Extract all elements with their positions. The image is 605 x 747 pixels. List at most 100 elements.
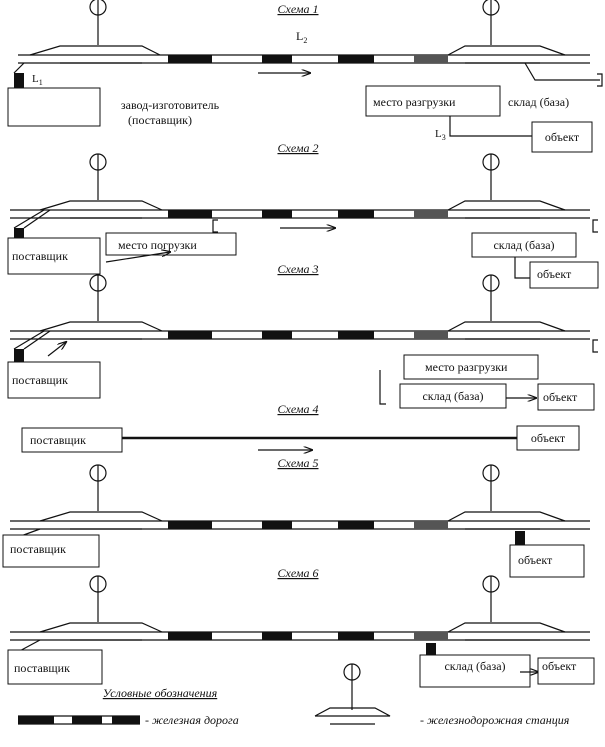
signal-icon [482, 464, 500, 512]
railway-segment [338, 55, 374, 63]
label-l2: L2 [296, 29, 307, 45]
railway-legend-segment [18, 716, 54, 724]
signal-icon [89, 274, 107, 322]
legend-station-label: - железнодорожная станция [420, 713, 570, 727]
object-box [537, 383, 595, 411]
railway-segment [262, 521, 292, 529]
supplier-label: поставщик [12, 249, 68, 263]
factory-label: завод-изготовитель [121, 98, 220, 112]
scheme-2-title: Схема 2 [277, 141, 318, 155]
signal-icon [343, 663, 361, 711]
siding-end [597, 73, 603, 87]
railway-segment [414, 55, 448, 63]
object-box [516, 425, 580, 451]
warehouse-box [471, 232, 577, 258]
factory-sublabel: (поставщик) [128, 113, 192, 127]
legend-railway-label: - железная дорога [145, 713, 239, 727]
railway-segment [262, 632, 292, 640]
scheme-3: Схема 3 поставщик место разгрузки склад … [7, 262, 598, 411]
unloading-point [515, 531, 525, 545]
signal-icon [89, 0, 107, 46]
railway-segment [338, 632, 374, 640]
loading-label: место погрузки [118, 238, 197, 252]
loading-point [14, 73, 24, 93]
railway-segment [262, 331, 292, 339]
unload-box [365, 85, 501, 117]
unload-label: место разгрузки [373, 95, 456, 109]
object-label: объект [543, 390, 578, 404]
railway-segment [414, 521, 448, 529]
siding-end [212, 219, 218, 233]
scheme-4-title: Схема 4 [277, 402, 318, 416]
signal-icon [89, 153, 107, 201]
factory-box [7, 87, 101, 127]
station-right [447, 45, 566, 64]
object-label: объект [545, 130, 580, 144]
warehouse-label: склад (база) [444, 659, 505, 673]
legend: Условные обозначения - железная дорога -… [18, 663, 570, 727]
warehouse-label: склад (база) [493, 238, 554, 252]
railway-segment [338, 521, 374, 529]
railway-segment [414, 331, 448, 339]
signal-icon [482, 153, 500, 201]
railway-segment [168, 331, 212, 339]
scheme-6-title: Схема 6 [277, 566, 318, 580]
railway-segment [262, 210, 292, 218]
station-left [29, 45, 161, 64]
railway-segment [338, 210, 374, 218]
supplier-box [7, 237, 101, 275]
signal-icon [89, 464, 107, 512]
supplier-label: поставщик [30, 433, 86, 447]
object-box [529, 261, 599, 289]
railway-segment [168, 632, 212, 640]
label-l3: L3 [435, 128, 446, 142]
signal-icon [89, 575, 107, 623]
scheme-2: Схема 2 поставщик место погрузки склад (… [7, 141, 599, 289]
label-l1: L1 [32, 73, 43, 87]
unload-label: место разгрузки [425, 360, 508, 374]
supplier-label: поставщик [14, 661, 70, 675]
scheme-5-title: Схема 5 [277, 456, 318, 470]
supplier-box [2, 534, 100, 568]
loading-point [14, 349, 24, 367]
object-label: объект [531, 431, 566, 445]
unload-box [403, 354, 539, 380]
scheme-1: Схема 1 L2 L1 L3 завод-изготовитель (пос… [7, 0, 603, 153]
scheme-6: Схема 6 поставщик склад (база) объект [7, 566, 595, 688]
signal-icon [482, 0, 500, 46]
siding-end [592, 219, 598, 233]
railway-segment [338, 331, 374, 339]
railway-legend-segment [112, 716, 140, 724]
object-label: объект [542, 659, 577, 673]
railway-segment [262, 55, 292, 63]
scheme-1-title: Схема 1 [277, 2, 318, 16]
railway-legend-segment [72, 716, 102, 724]
railway-segment [414, 210, 448, 218]
object-box [531, 121, 593, 153]
railway-segment [168, 521, 212, 529]
signal-icon [482, 575, 500, 623]
object-label: объект [518, 553, 553, 567]
scheme-5: Схема 5 поставщик объект [2, 456, 590, 578]
supplier-label: поставщик [10, 542, 66, 556]
object-box [509, 544, 585, 578]
signal-icon [482, 274, 500, 322]
railway-segment [414, 632, 448, 640]
railway-segment [168, 55, 212, 63]
supplier-label: поставщик [12, 373, 68, 387]
siding-end [592, 339, 598, 353]
warehouse-label: склад (база) [508, 95, 569, 109]
scheme-4: Схема 4 поставщик объект [21, 402, 580, 453]
railway-segment [168, 210, 212, 218]
unloading-point [426, 643, 436, 655]
scheme-3-title: Схема 3 [277, 262, 318, 276]
warehouse-box [399, 383, 507, 409]
supplier-box [7, 649, 103, 685]
warehouse-label: склад (база) [422, 389, 483, 403]
legend-title: Условные обозначения [103, 686, 218, 700]
object-box [537, 657, 595, 685]
station-legend [314, 707, 391, 725]
supplier-box [21, 427, 123, 453]
object-label: объект [537, 267, 572, 281]
